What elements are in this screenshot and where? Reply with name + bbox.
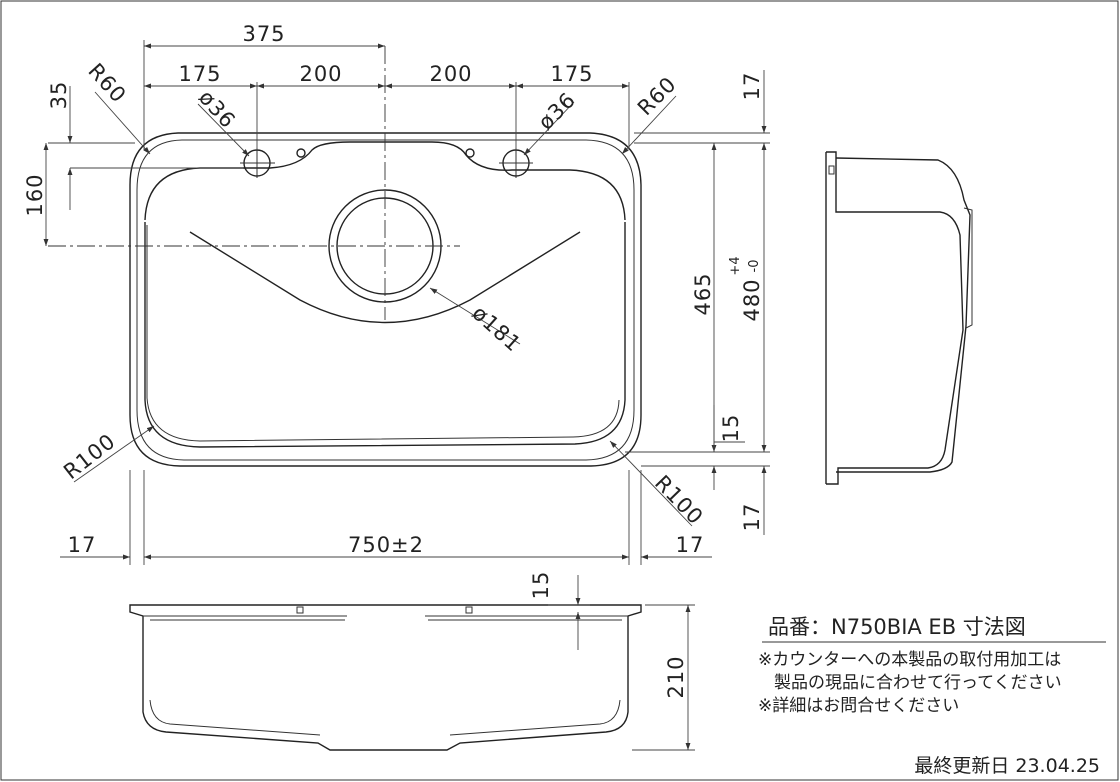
note-line-1: ※カウンターへの本製品の取付用加工は bbox=[758, 650, 1061, 670]
title-block: 品番：N750BIA EB 寸法図 ※カウンターへの本製品の取付用加工は 製品の… bbox=[758, 615, 1106, 777]
front-view bbox=[129, 604, 642, 751]
front-view-dimensions: 210 15 bbox=[529, 571, 695, 751]
dim-480-tol-lower: -0 bbox=[747, 260, 762, 273]
dim-r60-left: R60 bbox=[83, 59, 130, 108]
dim-hole36-left: ø36 bbox=[194, 85, 240, 133]
side-view-pin bbox=[828, 165, 835, 175]
dim-r60-right: R60 bbox=[633, 72, 681, 120]
side-view bbox=[825, 151, 973, 485]
dim-750: 750±2 bbox=[348, 533, 424, 557]
top-view bbox=[48, 46, 642, 467]
dim-hole36-right: ø36 bbox=[534, 88, 581, 135]
last-updated: 最終更新日 23.04.25 bbox=[914, 755, 1100, 777]
pin-hole-right bbox=[465, 148, 475, 158]
front-view-pin-left bbox=[296, 606, 304, 614]
top-view-dimensions: 375 175 200 200 175 35 R60 R60 ø36 ø36 1… bbox=[23, 22, 770, 565]
dim-160: 160 bbox=[23, 173, 47, 216]
pin-hole-left bbox=[296, 148, 306, 158]
top-view-bowl-inner bbox=[146, 225, 620, 442]
dim-front-15: 15 bbox=[529, 571, 553, 600]
note-line-2: 製品の現品に合わせて行ってください bbox=[774, 673, 1062, 693]
dim-17-bottom: 17 bbox=[740, 503, 764, 532]
front-view-curve-left bbox=[149, 699, 321, 736]
front-view-pin-right bbox=[465, 606, 473, 614]
dim-210: 210 bbox=[664, 655, 688, 698]
dim-35: 35 bbox=[47, 81, 71, 110]
dim-left-175: 175 bbox=[178, 62, 221, 86]
top-view-flange-inner bbox=[136, 139, 635, 461]
dim-17-right: 17 bbox=[676, 533, 705, 557]
dim-15: 15 bbox=[719, 414, 743, 443]
side-view-step bbox=[963, 207, 973, 329]
dim-17-top: 17 bbox=[740, 72, 764, 101]
dim-17-left: 17 bbox=[68, 533, 97, 557]
dim-left-200: 200 bbox=[299, 62, 342, 86]
dim-480: 480 bbox=[740, 278, 764, 321]
note-line-3: ※詳細はお問合せください bbox=[758, 696, 959, 716]
top-view-outer-flange bbox=[129, 132, 642, 467]
dim-right-175: 175 bbox=[550, 62, 593, 86]
side-view-body bbox=[826, 151, 964, 485]
dim-465: 465 bbox=[691, 272, 715, 315]
front-view-curve-right bbox=[449, 699, 621, 736]
top-view-bowl bbox=[144, 222, 626, 448]
side-view-outer bbox=[835, 157, 971, 473]
front-view-body bbox=[129, 604, 642, 751]
dim-480-tol-upper: +4 bbox=[728, 256, 743, 275]
dim-r100-right: R100 bbox=[650, 471, 708, 530]
top-view-slope-lines bbox=[189, 231, 581, 324]
dim-375: 375 bbox=[242, 22, 285, 46]
drawing-title: 品番：N750BIA EB 寸法図 bbox=[768, 615, 1026, 639]
dim-right-200: 200 bbox=[429, 62, 472, 86]
dim-drain-181: ø181 bbox=[467, 301, 525, 357]
